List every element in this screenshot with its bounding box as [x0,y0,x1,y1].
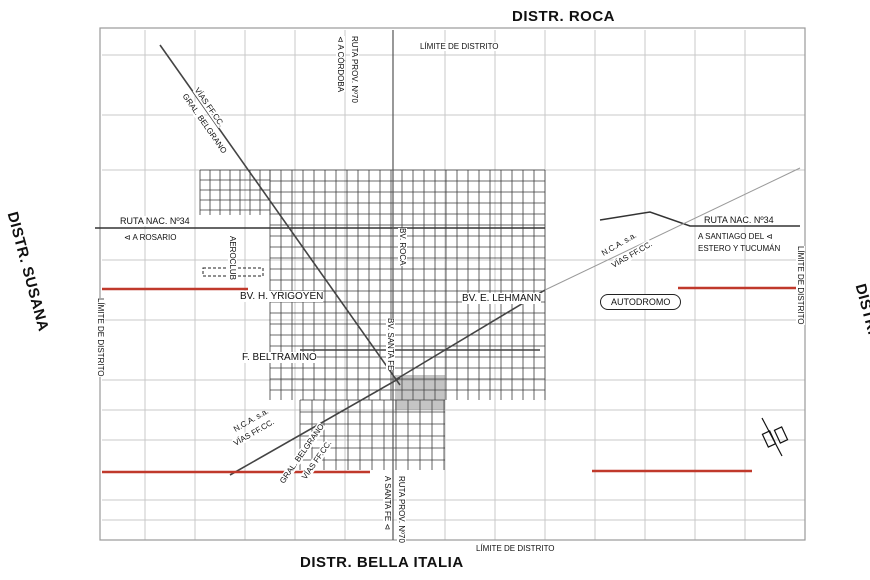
limit-label-bottom: LÍMITE DE DISTRITO [476,544,555,553]
district-label-north: DISTR. ROCA [512,8,615,25]
ruta34-east-label: RUTA NAC. Nº34 [704,215,774,225]
rosario-label: ⊲ A ROSARIO [124,233,177,242]
limit-label-top: LÍMITE DE DISTRITO [420,42,499,51]
red-limit-lines [102,286,805,474]
aeroclub-label: AEROCLUB [228,236,237,281]
ruta70-north-label-2: ⊲ A CÓRDOBA [336,36,345,93]
estero-label: ESTERO Y TUCUMÁN [698,244,781,253]
ruta70-north-label-1: RUTA PROV. Nº70 [350,36,359,103]
santiago-label: A SANTIAGO DEL ⊲ [698,232,773,241]
autodromo-label: AUTODROMO [600,294,682,310]
urban-area [199,169,546,470]
ruta70-south-label-2: A SANTA FE ⊲ [383,476,392,531]
main-roads [95,30,800,540]
limit-label-right: LÍMITE DE DISTRITO [796,246,805,325]
district-label-south: DISTR. BELLA ITALIA [300,554,464,571]
ruta70-south-label-1: RUTA PROV. Nº70 [397,476,406,543]
district-boundary [99,27,806,541]
limit-label-left: LÍMITE DE DISTRITO [96,298,105,377]
town-centre-block [395,375,445,410]
street-santa-fe: BV. SANTA FE [386,318,395,371]
north-arrow-icon [761,417,789,457]
street-lehmann: BV. E. LEHMANN [462,293,542,304]
ruta34-west-label: RUTA NAC. Nº34 [120,216,190,226]
street-yrigoyen: BV. H. YRIGOYEN [240,291,324,302]
street-roca: BV. ROCA [398,228,407,266]
street-beltramino: F. BELTRAMINO [242,352,317,363]
rural-road-grid [102,30,805,540]
